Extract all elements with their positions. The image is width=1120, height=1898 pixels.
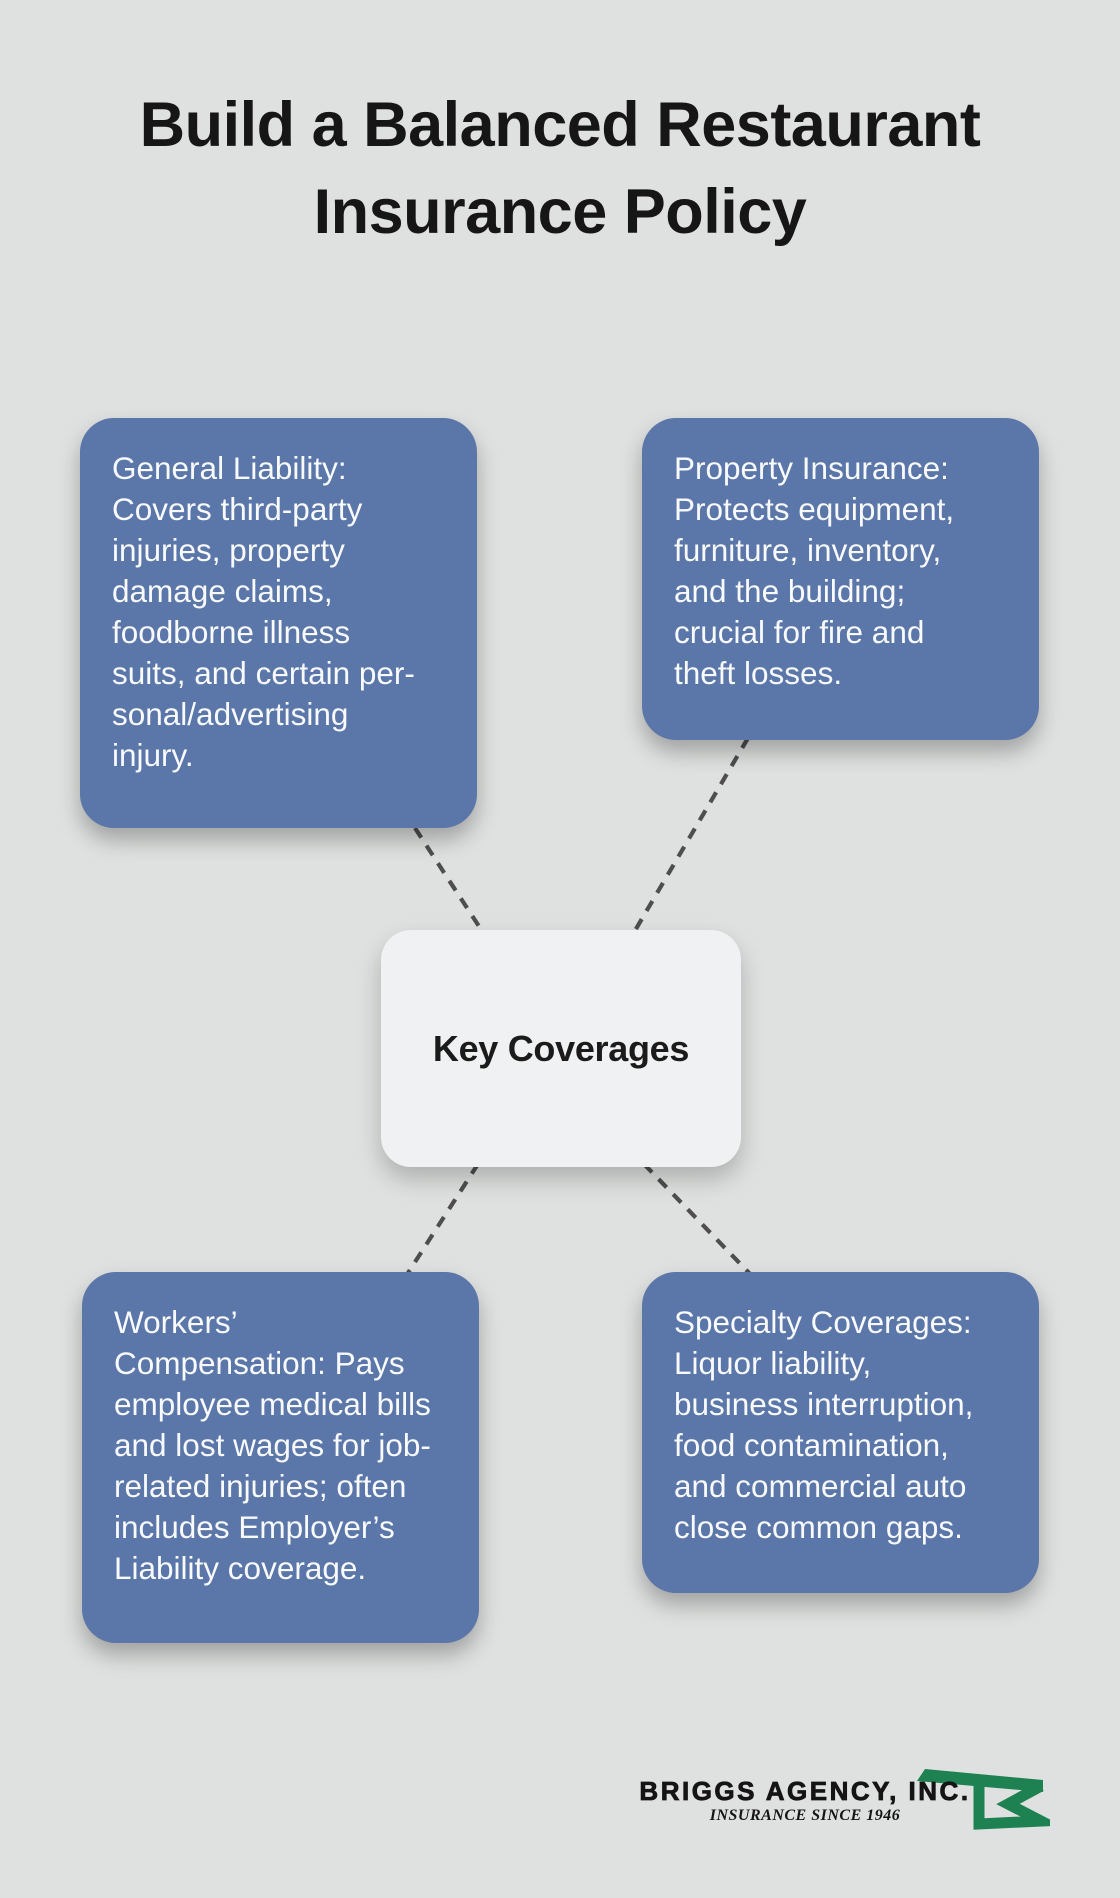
logo-tagline: INSURANCE SINCE 1946 — [709, 1807, 901, 1824]
connector-bottom-left-line — [404, 1162, 480, 1278]
connector-top-left-line — [413, 826, 486, 936]
node-general-liability: General Liability: Covers third-party in… — [80, 418, 477, 828]
node-workers-compensation-text: Workers’ Compensation: Pays employee med… — [114, 1304, 431, 1586]
node-specialty-coverages-text: Specialty Coverages: Liquor liability, b… — [674, 1304, 974, 1545]
center-node-label: Key Coverages — [432, 1027, 690, 1069]
node-property-insurance-text: Property Insurance: Protects equipment, … — [674, 450, 955, 691]
node-specialty-coverages: Specialty Coverages: Liquor liability, b… — [642, 1272, 1039, 1593]
node-workers-compensation: Workers’ Compensation: Pays employee med… — [82, 1272, 479, 1643]
connector-top-right-line — [631, 736, 750, 936]
connector-bottom-right-line — [642, 1162, 754, 1278]
node-general-liability-text: General Liability: Covers third-party in… — [112, 450, 415, 773]
logo-company-name: BRIGGS AGENCY, INC. — [639, 1776, 971, 1806]
node-key-coverages: Key Coverages — [381, 930, 741, 1167]
footer-logo: BRIGGS AGENCY, INC. INSURANCE SINCE 1946 — [632, 1764, 1062, 1844]
page-title: Build a Balanced Restaurant Insurance Po… — [139, 90, 981, 247]
briggs-b-monogram-icon — [917, 1769, 1050, 1830]
footer-logo-text: BRIGGS AGENCY, INC. INSURANCE SINCE 1946 — [632, 1778, 978, 1825]
node-property-insurance: Property Insurance: Protects equipment, … — [642, 418, 1039, 740]
